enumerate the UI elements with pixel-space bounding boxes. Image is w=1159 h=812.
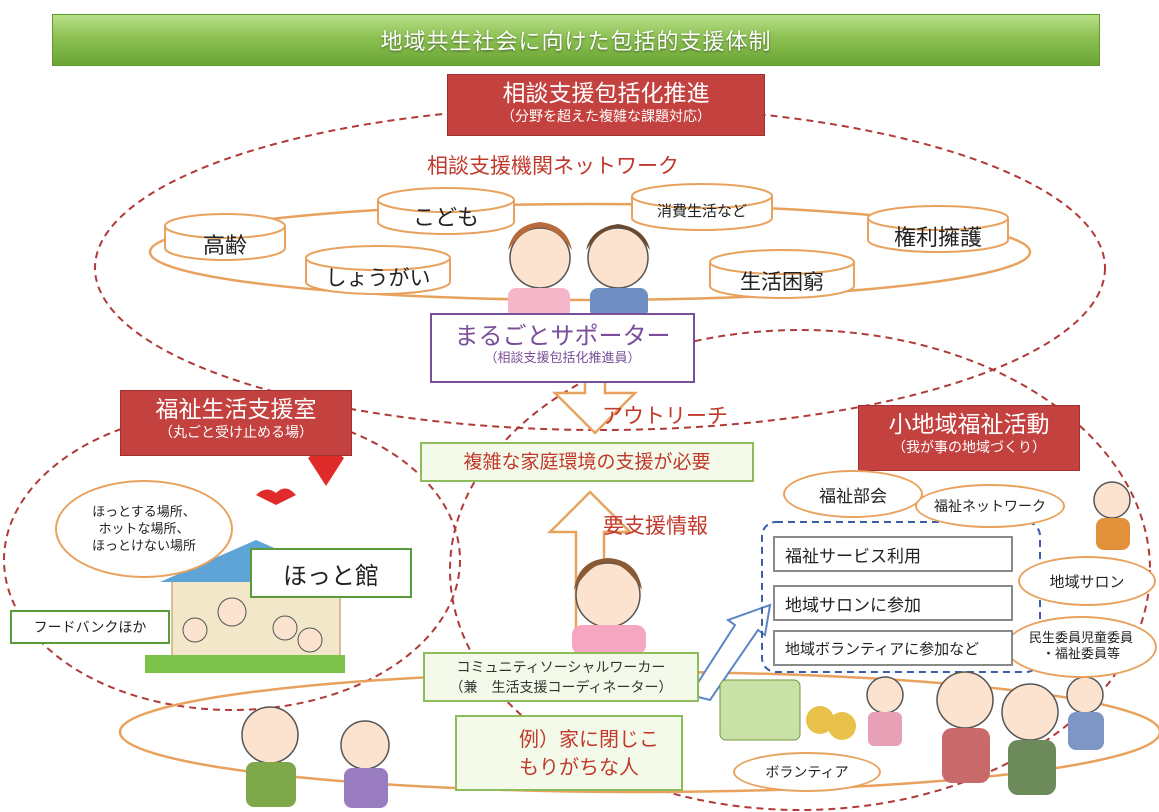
csw-box: コミュニティソーシャルワーカー （兼 生活支援コーディネーター） — [423, 652, 699, 702]
cylinder-consumer: 消費生活など — [656, 202, 747, 220]
example-box: 例）家に閉じこもりがちな人 — [455, 715, 683, 791]
community-header-box: 小地域福祉活動 （我が事の地域づくり） — [858, 405, 1080, 471]
complex-support-text: 複雑な家庭環境の支援が必要 — [463, 451, 711, 473]
card-volunteer: 地域ボランティアに参加など — [773, 630, 1013, 666]
info-label: 要支援情報 — [603, 514, 708, 538]
welfare-room-dashed-ellipse — [3, 409, 461, 711]
consult-dashed-ellipse — [94, 105, 1106, 431]
cylinder-elderly: 高齢 — [202, 234, 247, 259]
food-bank-box: フードバンクほか — [10, 610, 170, 644]
hotto-place-bubble: ほっとする場所、 ホットな場所、 ほっとけない場所 — [55, 480, 233, 578]
cylinder-poverty: 生活困窮 — [740, 270, 824, 294]
heart-decorations — [256, 450, 344, 505]
consult-title: 相談支援包括化推進 — [502, 81, 710, 107]
food-bank-label: フードバンクほか — [33, 620, 147, 636]
csw-line2: （兼 生活支援コーディネーター） — [449, 680, 673, 696]
volunteer-oval: ボランティア — [733, 752, 881, 792]
outreach-arrow — [551, 371, 639, 435]
card-volunteer-label: 地域ボランティアに参加など — [785, 639, 980, 658]
csw-illustration — [572, 558, 646, 655]
community-salon-oval: 地域サロン — [1018, 556, 1156, 606]
page-title: 地域共生社会に向けた包括的支援体制 — [380, 30, 772, 55]
outreach-label: アウトリーチ — [602, 404, 728, 428]
csw-line1: コミュニティソーシャルワーカー — [456, 660, 666, 676]
community-subtitle: （我が事の地域づくり） — [892, 440, 1046, 456]
residents-illustration — [241, 481, 1131, 808]
cylinder-rights: 権利擁護 — [893, 226, 982, 251]
supporter-subtitle: （相談支援包括化推進員） — [484, 351, 641, 366]
complex-support-box: 複雑な家庭環境の支援が必要 — [420, 442, 754, 482]
welfare-room-title: 福祉生活支援室 — [155, 397, 317, 423]
card-salon-label: 地域サロンに参加 — [785, 595, 921, 616]
card-welfare-service-label: 福祉サービス利用 — [785, 546, 921, 567]
example-text: 例）家に閉じこもりがちな人 — [519, 727, 659, 779]
consult-header-box: 相談支援包括化推進 （分野を超えた複雑な課題対応） — [447, 74, 765, 136]
card-group-frame — [761, 521, 1041, 673]
hotto-hall-box: ほっと館 — [250, 548, 412, 598]
cylinder-children: こども — [412, 206, 479, 231]
card-salon: 地域サロンに参加 — [773, 585, 1013, 621]
welfare-room-subtitle: （丸ごと受け止める場） — [159, 425, 313, 441]
market-illustration — [719, 676, 904, 746]
hotto-hall-label: ほっと館 — [283, 561, 379, 590]
card-welfare-service: 福祉サービス利用 — [773, 536, 1013, 572]
cylinder-disability: しょうがい — [325, 266, 431, 290]
csw-arrow — [688, 603, 772, 702]
consult-subtitle: （分野を超えた複雑な課題対応） — [501, 109, 711, 125]
page-title-banner: 地域共生社会に向けた包括的支援体制 — [52, 14, 1100, 66]
welfare-committee-oval: 福祉部会 — [783, 470, 923, 518]
staff-illustration — [508, 222, 650, 318]
cylinder-shapes — [164, 183, 1009, 299]
supporter-title: まるごとサポーター — [454, 322, 671, 350]
community-title: 小地域福祉活動 — [888, 412, 1050, 438]
welfare-room-header-box: 福祉生活支援室 （丸ごと受け止める場） — [120, 390, 352, 456]
welfare-network-oval: 福祉ネットワーク — [915, 484, 1065, 528]
supporter-box: まるごとサポーター （相談支援包括化推進員） — [430, 313, 695, 383]
network-label: 相談支援機関ネットワーク — [427, 154, 679, 178]
welfare-commissioner-oval: 民生委員児童委員 ・福祉委員等 — [1005, 616, 1157, 678]
